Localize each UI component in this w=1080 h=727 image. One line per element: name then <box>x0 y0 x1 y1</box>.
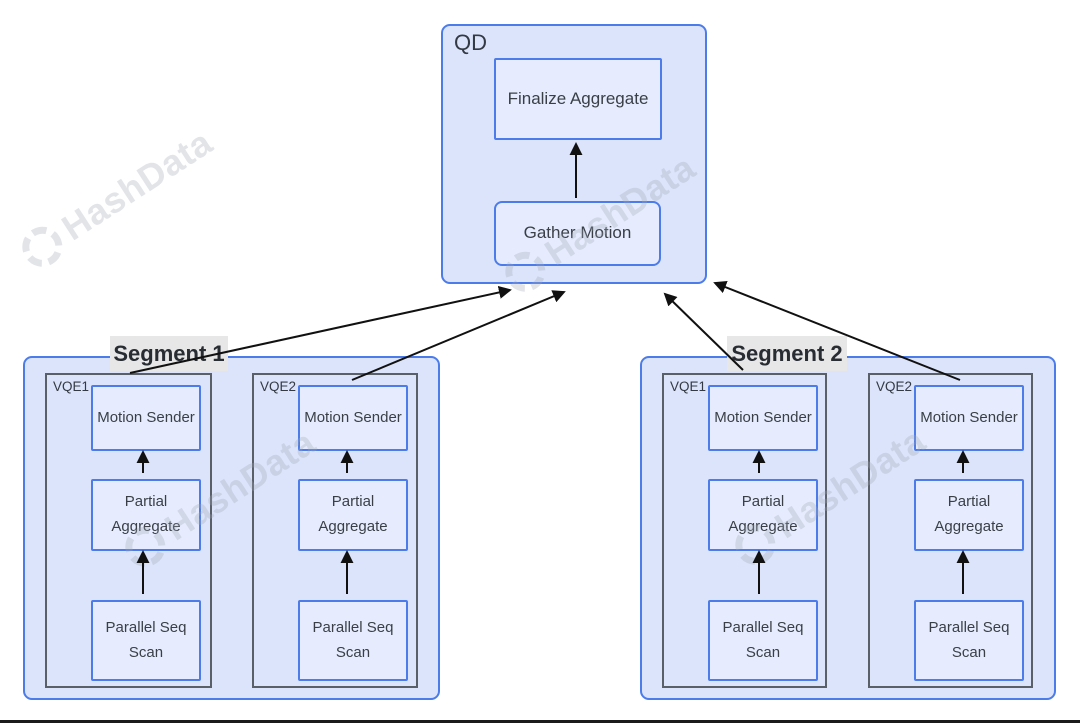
hashdata-watermark: HashData <box>13 113 231 277</box>
node-label: Partial Aggregate <box>318 493 388 535</box>
node-label: Partial Aggregate <box>111 493 181 535</box>
node-parallel-seq-scan: Parallel Seq Scan <box>298 600 408 681</box>
segment-2-vqe2: VQE2 Motion Sender Partial Aggregate Par… <box>868 373 1033 688</box>
vqe1-label: VQE1 <box>53 379 90 394</box>
node-label: Gather Motion <box>523 223 632 243</box>
segment-1-vqe2: VQE2 Motion Sender Partial Aggregate Par… <box>252 373 418 688</box>
node-finalize-aggregate: Finalize Aggregate <box>494 58 662 140</box>
node-gather-motion: Gather Motion <box>494 201 661 266</box>
segment-2-label: Segment 2 <box>727 336 847 371</box>
node-label: Partial Aggregate <box>934 493 1004 535</box>
node-label: Parallel Seq Scan <box>928 618 1010 661</box>
node-label: Partial Aggregate <box>728 493 798 535</box>
node-partial-aggregate: Partial Aggregate <box>708 479 818 551</box>
node-label: Motion Sender <box>97 408 195 426</box>
node-motion-sender: Motion Sender <box>91 385 201 451</box>
vqe1-label: VQE1 <box>670 379 707 394</box>
node-partial-aggregate: Partial Aggregate <box>91 479 201 551</box>
node-motion-sender: Motion Sender <box>298 385 408 451</box>
hashdata-logo-icon <box>14 219 70 275</box>
qd-title: QD <box>454 30 487 55</box>
segment-2-vqe1: VQE1 Motion Sender Partial Aggregate Par… <box>662 373 827 688</box>
node-parallel-seq-scan: Parallel Seq Scan <box>91 600 201 681</box>
page-bottom-rule <box>0 720 1080 723</box>
node-label: Motion Sender <box>920 408 1018 426</box>
node-parallel-seq-scan: Parallel Seq Scan <box>708 600 818 681</box>
node-motion-sender: Motion Sender <box>708 385 818 451</box>
node-label: Parallel Seq Scan <box>105 618 187 661</box>
node-motion-sender: Motion Sender <box>914 385 1024 451</box>
vqe2-label: VQE2 <box>876 379 913 394</box>
node-partial-aggregate: Partial Aggregate <box>914 479 1024 551</box>
watermark-text: HashData <box>54 121 220 249</box>
node-label: Motion Sender <box>304 408 402 426</box>
node-partial-aggregate: Partial Aggregate <box>298 479 408 551</box>
segment-1-label: Segment 1 <box>110 336 228 371</box>
segment-2-container: VQE1 Motion Sender Partial Aggregate Par… <box>640 356 1056 700</box>
segment-1-container: VQE1 Motion Sender Partial Aggregate Par… <box>23 356 440 700</box>
node-label: Parallel Seq Scan <box>312 618 394 661</box>
segment-1-vqe1: VQE1 Motion Sender Partial Aggregate Par… <box>45 373 212 688</box>
vqe2-label: VQE2 <box>260 379 297 394</box>
node-parallel-seq-scan: Parallel Seq Scan <box>914 600 1024 681</box>
node-label: Motion Sender <box>714 408 812 426</box>
node-label: Finalize Aggregate <box>507 88 649 108</box>
qd-container: QD Finalize Aggregate Gather Motion <box>441 24 707 284</box>
node-label: Parallel Seq Scan <box>722 618 804 661</box>
